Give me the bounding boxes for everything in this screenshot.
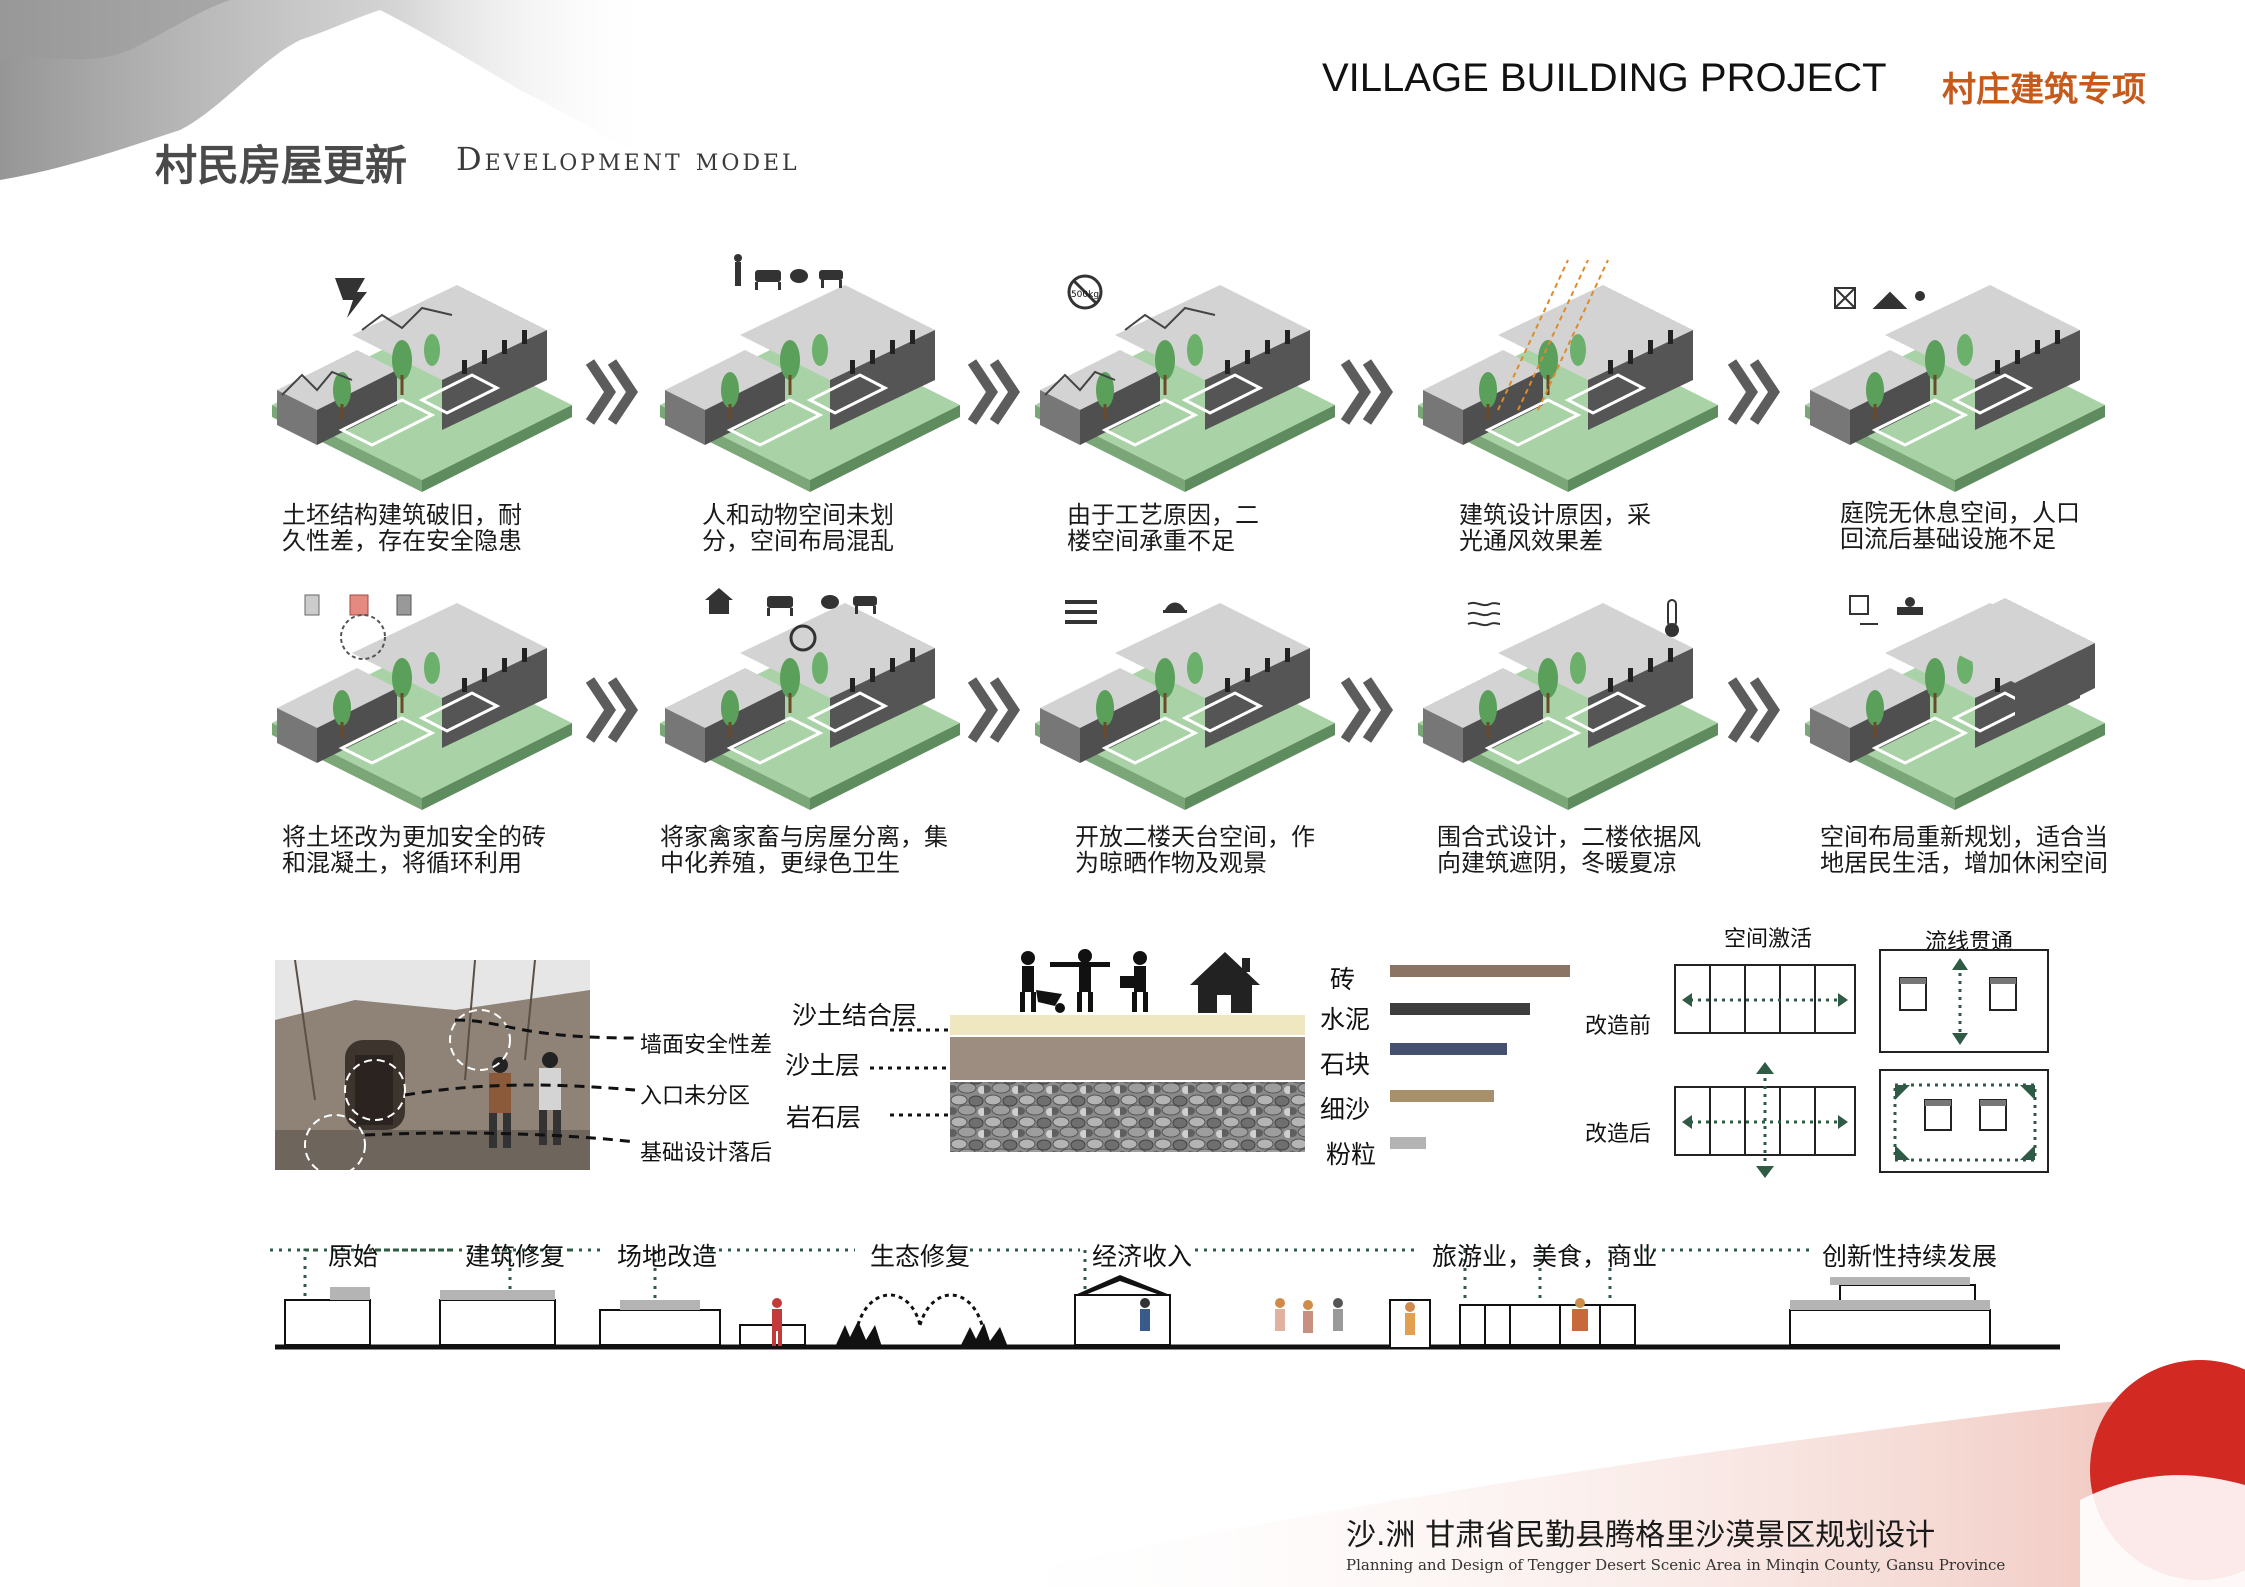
timeline-stage-7: 创新性持续发展 bbox=[1822, 1242, 1998, 1271]
bench-icon bbox=[1849, 595, 1923, 625]
problem-caption-3: 由于工艺原因，二 楼空间承重不足 bbox=[1067, 501, 1259, 555]
lightning-icon bbox=[335, 278, 367, 318]
footer-title-en: Planning and Design of Tengger Desert Sc… bbox=[1346, 1556, 2006, 1574]
soil-label-3: 岩石层 bbox=[786, 1103, 862, 1132]
arrow-8 bbox=[1732, 680, 1774, 740]
material-bar-5 bbox=[1390, 1137, 1426, 1149]
timeline-stage-4: 生态修复 bbox=[870, 1242, 971, 1271]
problem-house-4 bbox=[1416, 259, 1720, 494]
timeline-graphic bbox=[270, 1248, 2060, 1350]
animals-icon bbox=[734, 254, 843, 290]
weight-limit-icon: 500kg bbox=[1067, 274, 1103, 310]
solution-house-1 bbox=[270, 601, 574, 812]
red-sun-hill bbox=[950, 1360, 2245, 1587]
mountain-silhouette bbox=[0, 0, 660, 180]
photo-callout-1: 墙面安全性差 bbox=[640, 1033, 773, 1058]
space-row-2: 改造后 bbox=[1585, 1122, 1652, 1147]
project-title-cn: 村庄建筑专项 bbox=[1942, 70, 2146, 110]
material-label-5: 粉粒 bbox=[1326, 1140, 1377, 1169]
solution-house-3 bbox=[1033, 601, 1337, 812]
problem-caption-5: 庭院无休息空间，人口 回流后基础设施不足 bbox=[1840, 499, 2080, 553]
workers-icon bbox=[1020, 949, 1148, 1013]
problem-house-2 bbox=[658, 283, 962, 494]
problem-caption-1: 土坯结构建筑破旧，耐 久性差，存在安全隐患 bbox=[282, 501, 522, 555]
ecology-plants bbox=[835, 1293, 1008, 1347]
arrow-5 bbox=[590, 680, 632, 740]
no-seat-icon bbox=[1834, 287, 1925, 309]
material-label-3: 石块 bbox=[1320, 1050, 1371, 1079]
village-photo bbox=[275, 960, 636, 1176]
solution-caption-5: 空间布局重新规划，适合当 地居民生活，增加休闲空间 bbox=[1820, 823, 2108, 877]
drying-icon bbox=[1065, 600, 1187, 624]
solution-house-5 bbox=[1803, 598, 2107, 812]
space-diagrams bbox=[1674, 949, 2049, 1178]
problem-house-5 bbox=[1803, 283, 2107, 494]
material-label-1: 砖 bbox=[1330, 965, 1356, 994]
housing-diagrams: 500kg bbox=[270, 254, 2107, 812]
page-title-cn: 村民房屋更新 bbox=[155, 141, 408, 190]
problem-caption-2: 人和动物空间未划 分，空间布局混乱 bbox=[702, 501, 894, 555]
soil-label-1: 沙土结合层 bbox=[792, 1001, 918, 1030]
weight-limit-label: 500kg bbox=[1071, 290, 1099, 300]
arrow-7 bbox=[1345, 680, 1387, 740]
solution-caption-1: 将土坯改为更加安全的砖 和混凝土，将循环利用 bbox=[282, 823, 546, 877]
timeline-stage-2: 建筑修复 bbox=[465, 1242, 566, 1271]
timeline-stage-1: 原始 bbox=[328, 1242, 379, 1271]
space-row-1: 改造前 bbox=[1585, 1014, 1652, 1039]
solution-caption-2: 将家禽家畜与房屋分离，集 中化养殖，更绿色卫生 bbox=[660, 823, 948, 877]
material-label-4: 细沙 bbox=[1320, 1095, 1371, 1124]
problem-house-3 bbox=[1033, 283, 1337, 494]
soil-label-2: 沙土层 bbox=[785, 1051, 861, 1080]
livestock-icon bbox=[705, 588, 877, 652]
problem-house-1 bbox=[270, 283, 574, 494]
material-bar-1 bbox=[1390, 965, 1570, 977]
timeline-stage-6: 旅游业，美食，商业 bbox=[1432, 1242, 1658, 1271]
photo-people bbox=[489, 1052, 561, 1148]
arrow-1 bbox=[590, 362, 632, 422]
space-col-1: 空间激活 bbox=[1724, 927, 1813, 952]
timeline-stage-5: 经济收入 bbox=[1092, 1242, 1193, 1271]
wind-icon bbox=[1467, 599, 1679, 637]
material-bar-2 bbox=[1390, 1003, 1530, 1015]
project-title-en: VILLAGE BUILDING PROJECT bbox=[1322, 56, 1887, 100]
soil-layer-3 bbox=[950, 1082, 1305, 1152]
arrow-6 bbox=[972, 680, 1014, 740]
page-title-en: Development model bbox=[456, 140, 800, 178]
problem-caption-4: 建筑设计原因，采 光通风效果差 bbox=[1459, 501, 1651, 555]
arrow-4 bbox=[1732, 362, 1774, 422]
house-icon bbox=[1190, 952, 1260, 1013]
timeline-stage-3: 场地改造 bbox=[617, 1242, 718, 1271]
photo-callout-2: 入口未分区 bbox=[640, 1084, 751, 1109]
arrow-3 bbox=[1345, 362, 1387, 422]
arrow-2 bbox=[972, 362, 1014, 422]
solution-caption-4: 围合式设计，二楼依据风 向建筑遮阴，冬暖夏凉 bbox=[1437, 823, 1701, 877]
timeline-people bbox=[772, 1298, 1588, 1346]
soil-layer-1 bbox=[950, 1015, 1305, 1035]
footer-title-cn: 沙.洲 甘肃省民勤县腾格里沙漠景区规划设计 bbox=[1346, 1518, 1936, 1553]
material-bar-4 bbox=[1390, 1090, 1494, 1102]
solution-caption-3: 开放二楼天台空间，作 为晾晒作物及观景 bbox=[1075, 823, 1315, 877]
recycle-icon bbox=[304, 594, 412, 660]
photo-callout-3: 基础设计落后 bbox=[640, 1141, 773, 1166]
soil-section bbox=[870, 949, 1305, 1152]
solution-house-2 bbox=[658, 601, 962, 812]
soil-layer-2 bbox=[950, 1037, 1305, 1080]
material-bar-3 bbox=[1390, 1043, 1507, 1055]
material-label-2: 水泥 bbox=[1320, 1005, 1371, 1034]
